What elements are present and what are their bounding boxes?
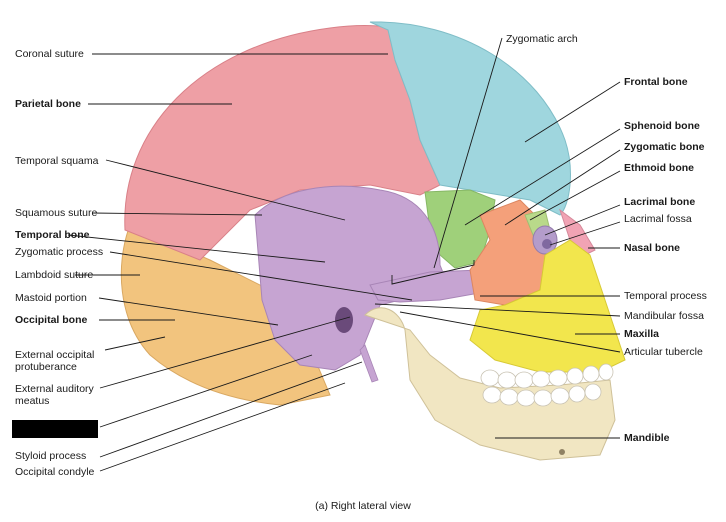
mandible-region [364, 307, 616, 461]
temporal-bone-region [254, 185, 451, 371]
zygomatic-arch-region [369, 269, 486, 303]
occipital-bone-region [120, 224, 331, 406]
label-mastoid-portion: Mastoid portion [15, 292, 87, 304]
label-squamous-suture: Squamous suture [15, 207, 98, 219]
label-zygomatic-bone: Zygomatic bone [624, 141, 705, 153]
label-nasal-bone: Nasal bone [624, 242, 681, 254]
label-sphenoid-bone: Sphenoid bone [624, 120, 700, 132]
external-auditory-meatus-hole [335, 307, 353, 333]
label-temporal-squama: Temporal squama [15, 155, 99, 167]
label-ethmoid-bone: Ethmoid bone [624, 162, 694, 174]
redacted-label-box [12, 420, 98, 438]
label-occipital-bone: Occipital bone [15, 314, 88, 326]
label-occipital-condyle: Occipital condyle [15, 466, 95, 478]
label-styloid-process: Styloid process [15, 450, 87, 462]
mental-foramen [559, 449, 565, 455]
figure-caption: (a) Right lateral view [315, 500, 411, 512]
label-articular-tubercle: Articular tubercle [624, 346, 703, 358]
label-temporal-bone: Temporal bone [15, 229, 90, 241]
label-coronal-suture: Coronal suture [15, 48, 84, 60]
frontal-bone-region [369, 21, 571, 216]
lacrimal-fossa-region [542, 239, 552, 249]
teeth [480, 363, 614, 407]
label-frontal-bone: Frontal bone [624, 76, 688, 88]
styloid-process-shape [359, 344, 379, 383]
label-zygomatic-arch: Zygomatic arch [506, 33, 578, 45]
label-temporal-process: Temporal process [624, 290, 707, 302]
label-mandible: Mandible [624, 432, 670, 444]
label-external-auditory-meatus: External auditory meatus [15, 383, 94, 407]
leader-lines [67, 37, 621, 472]
label-zygomatic-process: Zygomatic process [15, 246, 104, 258]
label-mandibular-fossa: Mandibular fossa [624, 310, 704, 322]
label-lacrimal-bone: Lacrimal bone [624, 196, 696, 208]
label-external-occipital-protuberance: External occipital protuberance [15, 349, 95, 373]
label-maxilla: Maxilla [624, 328, 660, 340]
label-lacrimal-fossa: Lacrimal fossa [624, 213, 692, 225]
label-parietal-bone: Parietal bone [15, 98, 81, 110]
label-lambdoid-suture: Lambdoid suture [15, 269, 94, 281]
